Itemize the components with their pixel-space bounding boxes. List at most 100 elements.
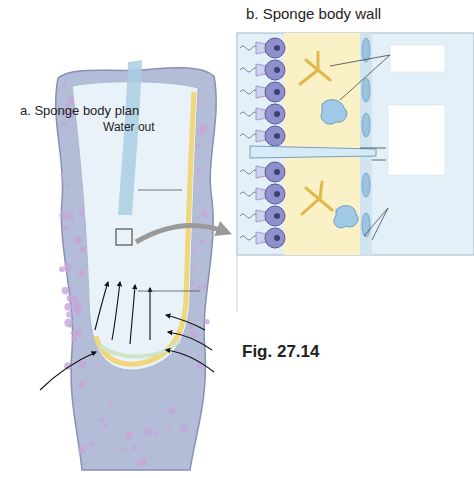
texture-dot [196, 217, 200, 221]
texture-dot [74, 255, 78, 259]
cell-body [265, 162, 285, 182]
texture-dot [201, 210, 208, 217]
texture-dot [179, 425, 187, 433]
nucleus [274, 67, 280, 73]
illustration-part [138, 190, 182, 191]
texture-dot [204, 319, 209, 324]
illustration-part [372, 160, 386, 161]
texture-dot [62, 83, 67, 88]
texture-dot [138, 459, 146, 467]
texture-dot [61, 173, 66, 178]
texture-dot [197, 285, 203, 291]
label-boxes [388, 45, 445, 175]
texture-dot [59, 266, 65, 272]
cell-body [265, 184, 285, 204]
texture-dot [196, 143, 200, 147]
illustration-part [388, 105, 445, 175]
texture-dot [154, 432, 159, 437]
illustration-part [320, 182, 322, 198]
flagellum [240, 68, 258, 72]
porocyte [250, 146, 376, 158]
texture-dot [200, 239, 205, 244]
nucleus [274, 191, 280, 197]
pinacocyte [362, 78, 370, 102]
illustration-part [149, 288, 150, 340]
flagellum [240, 192, 258, 196]
texture-dot [70, 131, 74, 135]
texture-dot [74, 236, 82, 244]
illustration-part [360, 148, 386, 149]
choanocyte [240, 184, 285, 204]
nucleus [274, 169, 280, 175]
cell-body [265, 228, 285, 248]
flagellum [240, 90, 258, 94]
illustration-part [364, 208, 388, 236]
texture-dot [78, 270, 85, 277]
choanocyte [240, 206, 285, 226]
illustration-part [138, 291, 200, 292]
texture-dot [71, 336, 77, 342]
choanocyte [240, 104, 285, 124]
texture-dot [167, 427, 171, 431]
texture-dot [75, 327, 83, 335]
flagellum [240, 214, 258, 218]
cell-body [265, 38, 285, 58]
texture-dot [62, 225, 67, 230]
texture-dot [79, 361, 86, 368]
illustration-part [40, 352, 96, 390]
texture-dot [103, 424, 108, 429]
pinacocytes [362, 38, 370, 237]
choanocyte [240, 38, 285, 58]
pinacocyte [362, 38, 370, 62]
illustration-part [166, 350, 214, 372]
texture-dot [62, 287, 70, 295]
illustration-part [95, 282, 108, 330]
cell-body [265, 60, 285, 80]
leader-lines [138, 190, 200, 291]
choanocyte [240, 82, 285, 102]
texture-dot [71, 296, 78, 303]
zoom-arrow [136, 225, 226, 242]
texture-dot [62, 143, 65, 146]
texture-dot [59, 211, 68, 220]
nucleus [274, 235, 280, 241]
cell-body [265, 82, 285, 102]
illustration-part [317, 52, 320, 70]
panel-rule [237, 255, 238, 312]
sponge-body [56, 68, 216, 470]
flagellum [240, 170, 258, 174]
texture-dot [188, 324, 193, 329]
cavity-base [100, 340, 180, 356]
texture-dot [108, 401, 112, 405]
illustration-part [334, 206, 358, 228]
texture-dot [197, 167, 201, 171]
illustration-part [340, 55, 390, 100]
nucleus [274, 111, 280, 117]
water-in-arrows [40, 282, 214, 390]
illustration-part [390, 45, 445, 72]
amoebocytes [321, 100, 358, 228]
texture-dot [169, 407, 176, 414]
nucleus [274, 133, 280, 139]
texture-dot [64, 303, 72, 311]
texture-dot [71, 331, 75, 335]
choanocytes [240, 38, 285, 248]
illustration-part [130, 285, 135, 344]
texture-dot [79, 247, 84, 252]
cell-body [265, 126, 285, 146]
texture-dot [125, 431, 133, 439]
texture-dot [196, 127, 205, 136]
texture-dot [67, 214, 74, 221]
choanocyte [240, 228, 285, 248]
texture-dot [121, 447, 125, 451]
figure-caption: Fig. 27.14 [242, 342, 319, 362]
pinacocyte [362, 173, 370, 197]
illustration-part [300, 70, 318, 84]
texture-dot [76, 331, 81, 336]
texture-dot [62, 121, 67, 126]
pinacoderm [360, 33, 372, 255]
cell-body [265, 104, 285, 124]
nucleus [274, 213, 280, 219]
